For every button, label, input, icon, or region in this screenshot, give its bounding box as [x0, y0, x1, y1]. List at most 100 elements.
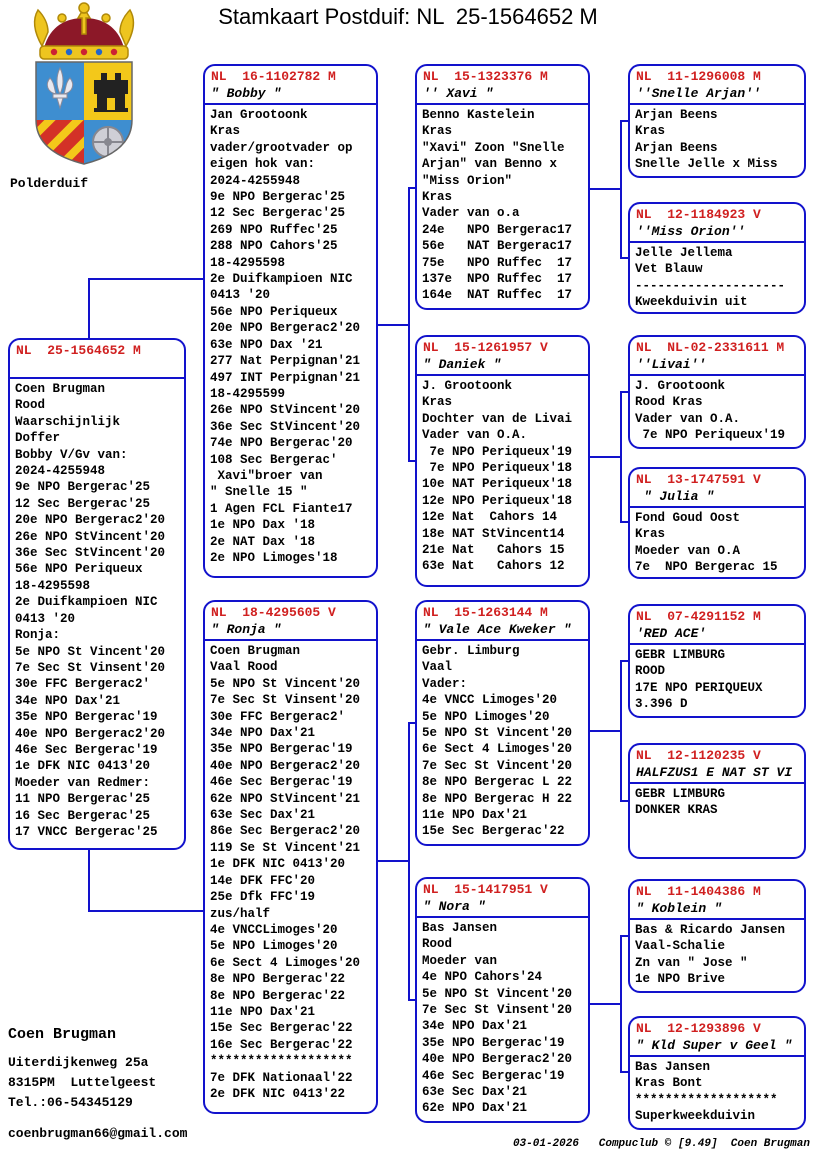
- box-header: NL 11-1404386 M " Koblein ": [630, 881, 804, 920]
- crown-icon: [33, 2, 135, 60]
- connector-line: [620, 800, 630, 802]
- ring-number: NL 15-1261957 V: [423, 340, 548, 355]
- pigeon-name: " Daniek ": [423, 357, 502, 372]
- pigeon-name: ''Snelle Arjan'': [636, 86, 761, 101]
- pedigree-box-daniek: NL 15-1261957 V " Daniek " J. Grootoonk …: [415, 335, 590, 587]
- pigeon-details: Coen Brugman Vaal Rood 5e NPO St Vincent…: [210, 644, 361, 1101]
- box-header: NL NL-02-2331611 M ''Livai'': [630, 337, 804, 376]
- connector-line: [620, 257, 630, 259]
- ring-number: NL 18-4295605 V: [211, 605, 336, 620]
- connector-line: [620, 1071, 630, 1073]
- page-title: Stamkaart Postduif: NL 25-1564652 M: [218, 4, 598, 29]
- pigeon-details: Jan Grootoonk Kras vader/grootvader op e…: [210, 108, 361, 565]
- pigeon-details: Fond Goud Oost Kras Moeder van O.A 7e NP…: [635, 511, 778, 575]
- ring-number: NL 12-1293896 V: [636, 1021, 761, 1036]
- pigeon-details: Bas & Ricardo Jansen Vaal-Schalie Zn van…: [635, 923, 786, 987]
- pigeon-name: " Vale Ace Kweker ": [423, 622, 572, 637]
- connector-line: [620, 660, 622, 802]
- pedigree-box-ronja: NL 18-4295605 V " Ronja " Coen Brugman V…: [203, 600, 378, 1114]
- fleur-de-lis-icon: [46, 66, 74, 110]
- pigeon-details: GEBR LIMBURG ROOD 17E NPO PERIQUEUX 3.39…: [635, 648, 763, 712]
- connector-line: [378, 324, 410, 326]
- box-header: NL 15-1417951 V " Nora ": [417, 879, 588, 918]
- crown-gems: [50, 48, 118, 56]
- pedigree-box-livai: NL NL-02-2331611 M ''Livai'' J. Grootoon…: [628, 335, 806, 449]
- footer-credit: 03-01-2026 Compuclub © [9.49] Coen Brugm…: [512, 1138, 810, 1150]
- connector-line: [620, 391, 622, 523]
- connector-line: [408, 722, 417, 724]
- pigeon-name: " Kld Super v Geel ": [636, 1038, 793, 1053]
- ring-number: NL 07-4291152 M: [636, 609, 761, 624]
- pigeon-details: Bas Jansen Rood Moeder van 4e NPO Cahors…: [422, 921, 573, 1116]
- pedigree-box-vale-ace: NL 15-1263144 M " Vale Ace Kweker " Gebr…: [415, 600, 590, 846]
- ring-number: NL 12-1184923 V: [636, 207, 761, 222]
- castle-icon: [94, 73, 128, 112]
- box-header: NL 12-1293896 V " Kld Super v Geel ": [630, 1018, 804, 1057]
- ring-number: NL 11-1404386 M: [636, 884, 761, 899]
- pigeon-name: HALFZUS1 E NAT ST VI: [636, 765, 793, 780]
- pigeon-name: 'RED ACE': [636, 626, 707, 641]
- orb-icon: [92, 126, 124, 158]
- box-header: NL 12-1184923 V ''Miss Orion'': [630, 204, 804, 243]
- box-header: NL 15-1263144 M " Vale Ace Kweker ": [417, 602, 588, 641]
- connector-line: [408, 999, 417, 1001]
- coat-of-arms: [33, 2, 135, 165]
- connector-line: [620, 935, 622, 1073]
- box-header: NL 15-1323376 M '' Xavi ": [417, 66, 588, 105]
- connector-line: [620, 660, 630, 662]
- pigeon-details: J. Grootoonk Kras Dochter van de Livai V…: [422, 379, 573, 574]
- box-header: NL 13-1747591 V " Julia ": [630, 469, 804, 508]
- connector-line: [88, 278, 205, 280]
- connector-line: [590, 1003, 622, 1005]
- pedigree-box-miss-orion: NL 12-1184923 V ''Miss Orion'' Jelle Jel…: [628, 202, 806, 314]
- connector-line: [620, 521, 630, 523]
- connector-line: [408, 722, 410, 1001]
- connector-line: [88, 848, 90, 912]
- logo-caption: Polderduif: [10, 176, 89, 191]
- box-header: NL 12-1120235 V HALFZUS1 E NAT ST VI: [630, 745, 804, 784]
- ring-number: NL 11-1296008 M: [636, 69, 761, 84]
- box-header: NL 16-1102782 M " Bobby ": [205, 66, 376, 105]
- pigeon-details: J. Grootoonk Rood Kras Vader van O.A. 7e…: [635, 379, 786, 443]
- pedigree-box-koblein: NL 11-1404386 M " Koblein " Bas & Ricard…: [628, 879, 806, 993]
- pigeon-name: " Koblein ": [636, 901, 722, 916]
- ring-number: NL 25-1564652 M: [16, 343, 141, 358]
- pedigree-box-julia: NL 13-1747591 V " Julia " Fond Goud Oost…: [628, 467, 806, 579]
- pedigree-box-xavi: NL 15-1323376 M '' Xavi " Benno Kastelei…: [415, 64, 590, 310]
- pedigree-box-red-ace: NL 07-4291152 M 'RED ACE' GEBR LIMBURG R…: [628, 604, 806, 718]
- pigeon-name: ''Livai'': [636, 357, 707, 372]
- connector-line: [620, 120, 630, 122]
- pigeon-name: [16, 359, 178, 376]
- connector-line: [408, 187, 410, 462]
- pigeon-details: Arjan Beens Kras Arjan Beens Snelle Jell…: [635, 108, 778, 172]
- pigeon-details: Coen Brugman Rood Waarschijnlijk Doffer …: [15, 382, 166, 839]
- connector-line: [88, 910, 205, 912]
- connector-line: [590, 730, 622, 732]
- ring-number: NL 16-1102782 M: [211, 69, 336, 84]
- box-header: NL 07-4291152 M 'RED ACE': [630, 606, 804, 645]
- pigeon-details: Benno Kastelein Kras "Xavi" Zoon "Snelle…: [422, 108, 573, 303]
- pigeon-name: " Nora ": [423, 899, 486, 914]
- connector-line: [590, 456, 622, 458]
- ring-number: NL NL-02-2331611 M: [636, 340, 785, 355]
- ring-number: NL 12-1120235 V: [636, 748, 761, 763]
- connector-line: [620, 120, 622, 259]
- pedigree-box-bobby: NL 16-1102782 M " Bobby " Jan Grootoonk …: [203, 64, 378, 578]
- shield-outline: [35, 61, 133, 165]
- pedigree-box-main: NL 25-1564652 M Coen Brugman Rood Waarsc…: [8, 338, 186, 850]
- contact-email: coenbrugman66@gmail.com: [8, 1126, 188, 1141]
- pigeon-name: '' Xavi ": [423, 86, 494, 101]
- pigeon-name: " Bobby ": [211, 86, 282, 101]
- connector-line: [378, 860, 410, 862]
- box-header: NL 18-4295605 V " Ronja ": [205, 602, 376, 641]
- pedigree-box-halfzus: NL 12-1120235 V HALFZUS1 E NAT ST VI GEB…: [628, 743, 806, 859]
- connector-line: [620, 391, 630, 393]
- contact-phone: Tel.:06-54345129: [8, 1095, 133, 1110]
- connector-line: [590, 188, 622, 190]
- connector-line: [408, 460, 417, 462]
- contact-name: Coen Brugman: [8, 1026, 117, 1043]
- ring-number: NL 15-1417951 V: [423, 882, 548, 897]
- pigeon-details: GEBR LIMBURG DONKER KRAS: [635, 787, 726, 818]
- ring-number: NL 15-1323376 M: [423, 69, 548, 84]
